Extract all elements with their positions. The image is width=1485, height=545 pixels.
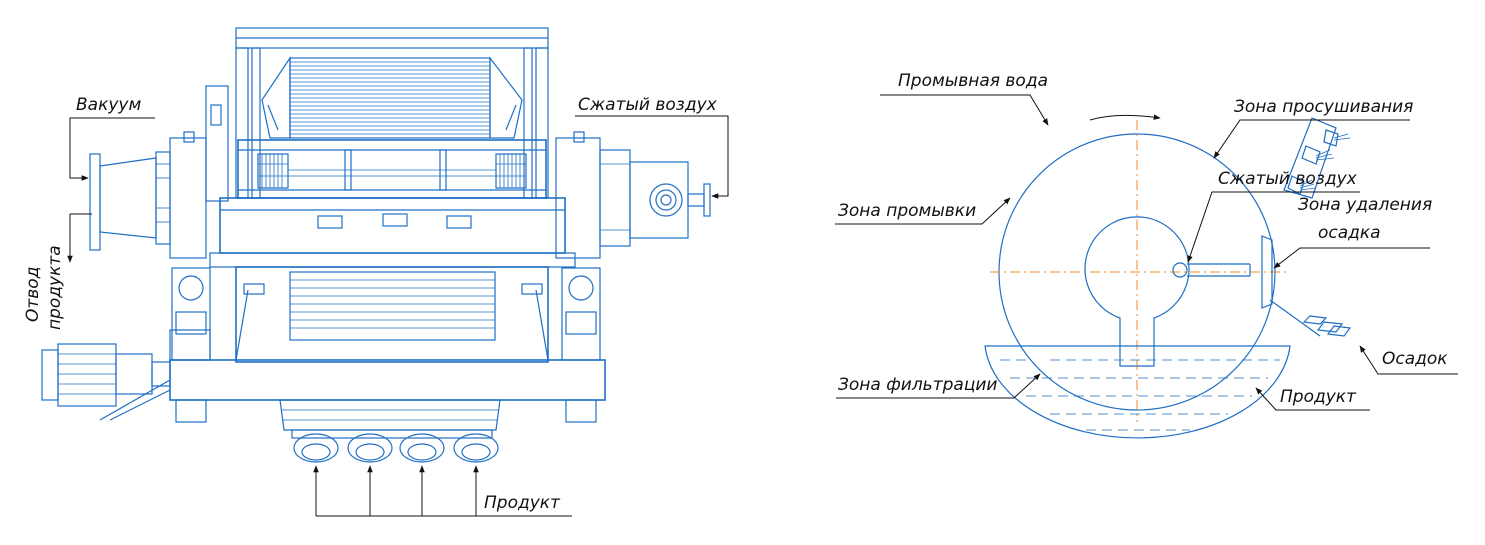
cake-removal-zone-label-line1: Зона удаления	[1298, 195, 1432, 215]
left-bearing-assembly	[89, 85, 229, 361]
main-body	[209, 197, 576, 363]
bottom-outlets	[279, 399, 501, 463]
middle-grid-band	[237, 139, 547, 199]
product-outlet-label-line1: Отвод	[23, 267, 43, 322]
base-frame	[99, 329, 606, 423]
washing-zone-label: Зона промывки	[838, 201, 976, 221]
hopper-slats	[261, 56, 523, 139]
sediment-label: Осадок	[1382, 349, 1448, 369]
drying-zone-label: Зона просушивания	[1234, 97, 1413, 117]
filtration-zone-label: Зона фильтрации	[838, 375, 997, 395]
filter-machine-front-view: Вакуум Сжатый воздух Отвод продукта Прод…	[23, 27, 729, 517]
rotation-arrow	[1089, 114, 1161, 121]
distribution-head	[1084, 216, 1251, 367]
product-label-right: Продукт	[1280, 387, 1357, 407]
drive-motor	[41, 343, 171, 407]
right-annotations	[835, 94, 1458, 411]
cake-removal-zone-label-line2: осадка	[1318, 223, 1381, 243]
left-annotations	[67, 115, 729, 517]
top-frame	[235, 27, 549, 199]
compressed-air-label-right: Сжатый воздух	[1218, 169, 1358, 189]
product-outlet-label-line2: продукта	[45, 245, 65, 330]
vacuum-label: Вакуум	[76, 95, 141, 115]
compressed-air-label-left: Сжатый воздух	[578, 95, 718, 115]
drum-filter-scheme: Промывная вода Зона просушивания Сжатый …	[835, 71, 1458, 439]
scraper-knife	[1261, 235, 1352, 337]
product-label-left: Продукт	[484, 493, 561, 513]
filtration-bath	[984, 345, 1291, 439]
wash-water-label: Промывная вода	[898, 71, 1048, 91]
wash-nozzles	[1283, 117, 1351, 199]
right-bearing-assembly	[555, 131, 711, 361]
